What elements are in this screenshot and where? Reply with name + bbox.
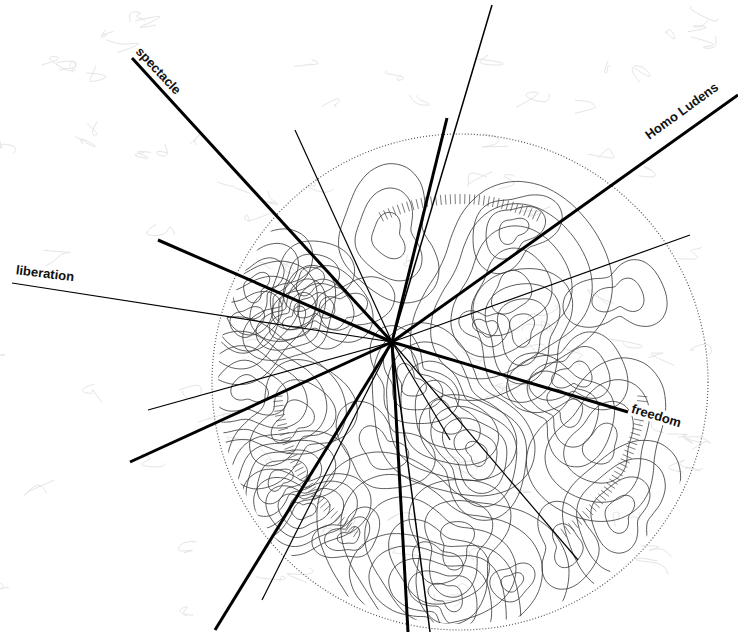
ray-line (392, 342, 430, 632)
ray-line (130, 342, 392, 462)
ray-line (392, 342, 450, 440)
ray-line (295, 130, 392, 342)
ray-line (262, 342, 392, 600)
background-scribbles (0, 6, 718, 616)
ray-line (392, 342, 408, 632)
ray-line (132, 58, 392, 342)
ray-line (158, 240, 392, 342)
dotted-border (212, 134, 708, 630)
ray-line (392, 342, 578, 560)
hatch-ring (273, 194, 648, 537)
ray-line (12, 283, 392, 342)
ray-line (392, 235, 690, 342)
ray-label: liberation (13, 262, 77, 285)
ray-line (215, 342, 392, 630)
ray-line (392, 95, 738, 342)
ray-label: freedom (628, 400, 685, 431)
radiating-lines (12, 5, 738, 632)
ray-label: spectacle (132, 42, 186, 98)
ray-line (392, 5, 492, 342)
